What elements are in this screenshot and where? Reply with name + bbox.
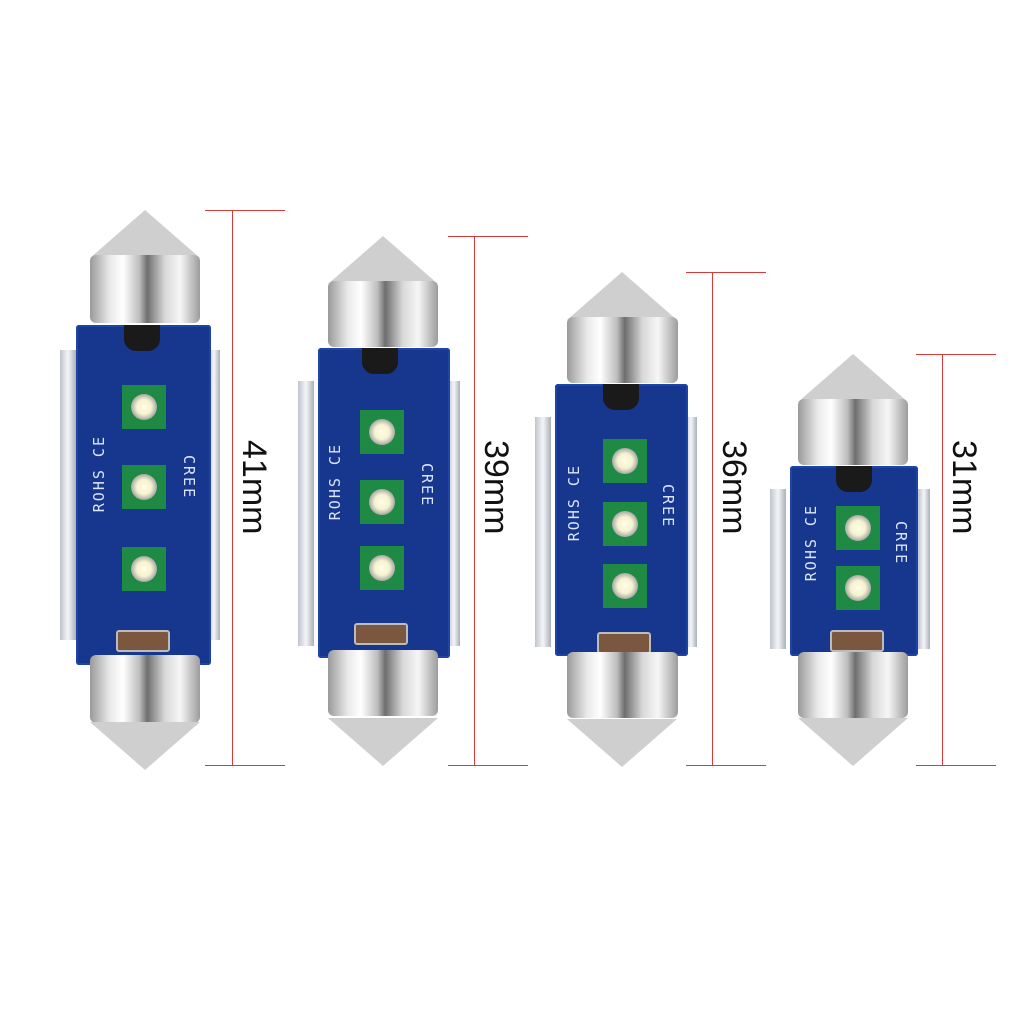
bulb-41mm: ROHS CE CREE xyxy=(60,210,220,770)
top-cone-tip xyxy=(90,210,200,258)
pcb-text-cree: CREE xyxy=(892,521,910,566)
size-label-39mm: 39mm xyxy=(477,440,515,535)
pcb-text-rohs-ce: ROHS CE xyxy=(565,464,583,542)
led-chip xyxy=(360,410,404,454)
led-chip xyxy=(603,502,647,546)
bulb-39mm: ROHS CE CREE xyxy=(298,236,463,766)
bottom-metal-cap xyxy=(328,650,438,716)
ic-component xyxy=(603,384,639,410)
pcb-text-cree: CREE xyxy=(659,484,677,529)
bottom-cone-tip xyxy=(90,722,200,770)
ic-component xyxy=(362,348,398,374)
dimension-vertical-line xyxy=(712,272,713,765)
bulb-31mm: ROHS CE CREE xyxy=(770,354,935,766)
dimension-bottom-line xyxy=(686,765,766,766)
led-chip xyxy=(603,564,647,608)
pcb-board: ROHS CE CREE xyxy=(318,348,450,658)
dimension-vertical-line xyxy=(232,210,233,765)
dimension-bottom-line xyxy=(916,765,996,766)
led-chip xyxy=(603,439,647,483)
heatsink-fin-right xyxy=(685,417,697,647)
size-label-31mm: 31mm xyxy=(945,440,983,535)
size-label-41mm: 41mm xyxy=(235,440,273,535)
bottom-cone-tip xyxy=(567,719,677,767)
dimension-top-line xyxy=(448,236,528,237)
pcb-board: ROHS CE CREE xyxy=(555,384,688,656)
pcb-text-cree: CREE xyxy=(418,463,436,508)
pcb-board: ROHS CE CREE xyxy=(790,466,918,656)
led-chip xyxy=(122,465,166,509)
top-cone-tip xyxy=(328,236,438,284)
pcb-text-rohs-ce: ROHS CE xyxy=(90,435,108,513)
top-cone-tip xyxy=(798,354,908,402)
pcb-text-rohs-ce: ROHS CE xyxy=(802,504,820,582)
dimension-bottom-line xyxy=(448,765,528,766)
heatsink-fin-left xyxy=(60,350,76,640)
capacitor-chip xyxy=(116,630,170,652)
dimension-vertical-line xyxy=(942,354,943,765)
led-chip xyxy=(836,506,880,550)
bottom-metal-cap xyxy=(798,652,908,718)
dimension-top-line xyxy=(916,354,996,355)
bottom-cone-tip xyxy=(798,718,908,766)
dimension-top-line xyxy=(686,272,766,273)
top-cone-tip xyxy=(567,272,677,320)
led-chip xyxy=(360,480,404,524)
top-metal-cap xyxy=(798,399,908,465)
capacitor-chip xyxy=(354,623,408,645)
capacitor-chip xyxy=(597,632,651,654)
heatsink-fin-left xyxy=(298,381,314,646)
dimension-top-line xyxy=(205,210,285,211)
dimension-vertical-line xyxy=(474,236,475,765)
bottom-cone-tip xyxy=(328,718,438,766)
top-metal-cap xyxy=(90,255,200,323)
bottom-metal-cap xyxy=(90,655,200,723)
heatsink-fin-left xyxy=(770,489,786,649)
led-chip xyxy=(360,546,404,590)
bottom-metal-cap xyxy=(567,652,678,718)
pcb-text-rohs-ce: ROHS CE xyxy=(326,443,344,521)
size-label-36mm: 36mm xyxy=(715,440,753,535)
heatsink-fin-right xyxy=(208,350,220,640)
pcb-text-cree: CREE xyxy=(180,455,198,500)
heatsink-fin-left xyxy=(535,417,551,647)
dimension-bottom-line xyxy=(205,765,285,766)
heatsink-fin-right xyxy=(918,489,930,649)
ic-component xyxy=(124,325,160,351)
top-metal-cap xyxy=(328,281,438,347)
led-chip xyxy=(122,385,166,429)
led-chip xyxy=(836,566,880,610)
bulb-36mm: ROHS CE CREE xyxy=(535,272,700,767)
top-metal-cap xyxy=(567,317,678,383)
led-chip xyxy=(122,547,166,591)
pcb-board: ROHS CE CREE xyxy=(76,325,211,665)
capacitor-chip xyxy=(830,630,884,652)
ic-component xyxy=(836,466,872,492)
heatsink-fin-right xyxy=(448,381,460,646)
